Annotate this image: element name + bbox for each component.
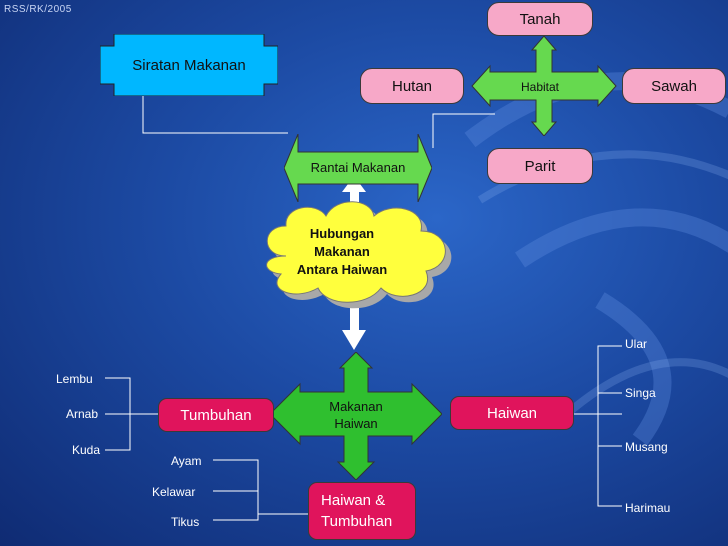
label-tikus: Tikus bbox=[171, 515, 200, 529]
makanan-line-2: Haiwan bbox=[334, 416, 378, 431]
haiwan-tumbuhan-line-1: Haiwan & bbox=[321, 492, 386, 509]
rantai-makanan-label: Rantai Makanan bbox=[310, 160, 406, 175]
siratan-makanan-shape bbox=[100, 34, 278, 96]
habitat-cross-shape bbox=[471, 36, 617, 136]
label-kuda: Kuda bbox=[72, 443, 101, 457]
sawah-box: Sawah bbox=[622, 68, 726, 104]
siratan-makanan-box: Siratan Makanan bbox=[132, 56, 246, 74]
haiwan-tumbuhan-line-2: Tumbuhan bbox=[321, 513, 393, 530]
label-singa: Singa bbox=[625, 386, 656, 400]
tumbuhan-box: Tumbuhan bbox=[158, 398, 274, 432]
label-lembu: Lembu bbox=[56, 372, 93, 386]
haiwan-box: Haiwan bbox=[450, 396, 574, 430]
rantai-makanan-shape bbox=[284, 134, 432, 202]
label-ular: Ular bbox=[625, 337, 648, 351]
hubungan-cloud-shape bbox=[266, 201, 452, 309]
parit-box: Parit bbox=[487, 148, 593, 184]
hubungan-line-2: Makanan bbox=[314, 244, 370, 259]
tanah-box: Tanah bbox=[487, 2, 593, 36]
label-kelawar: Kelawar bbox=[152, 485, 196, 499]
haiwan-tumbuhan-box: Haiwan & Tumbuhan bbox=[308, 482, 416, 540]
label-arnab: Arnab bbox=[66, 407, 99, 421]
document-stamp: RSS/RK/2005 bbox=[4, 4, 72, 15]
makanan-haiwan-label: Makanan Haiwan bbox=[310, 398, 402, 432]
hubungan-label: Hubungan Makanan Antara Haiwan bbox=[262, 225, 422, 279]
hubungan-line-1: Hubungan bbox=[309, 226, 375, 241]
makanan-line-1: Makanan bbox=[329, 399, 383, 414]
makanan-haiwan-cross-shape bbox=[270, 352, 442, 480]
hutan-box: Hutan bbox=[360, 68, 464, 104]
label-musang: Musang bbox=[625, 440, 668, 454]
label-ayam: Ayam bbox=[171, 454, 202, 468]
label-harimau: Harimau bbox=[625, 501, 671, 515]
habitat-label: Habitat bbox=[520, 80, 560, 94]
hubungan-line-3: Antara Haiwan bbox=[296, 262, 388, 277]
